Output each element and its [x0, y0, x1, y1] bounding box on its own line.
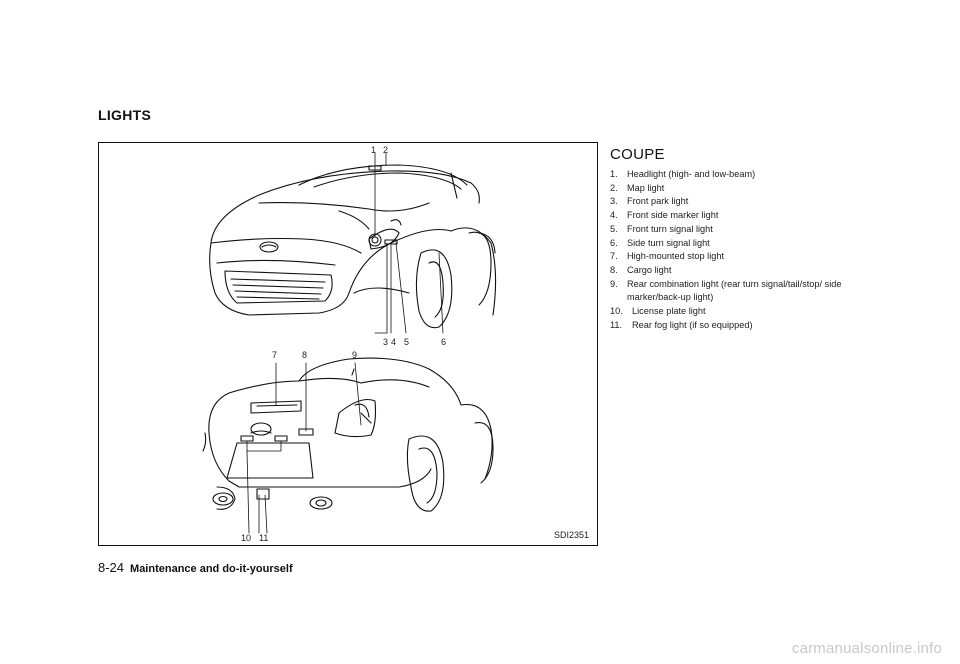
callout-7: 7 [272, 350, 278, 360]
legend-item-text: Cargo light [627, 264, 672, 275]
legend-item: 8. Cargo light [610, 264, 870, 278]
legend-item: 1. Headlight (high- and low-beam) [610, 168, 870, 182]
watermark: carmanualsonline.info [791, 640, 942, 657]
legend-item-text: Rear fog light (if so equipped) [632, 319, 753, 330]
legend-item: 5. Front turn signal light [610, 223, 870, 237]
legend-item: 7. High-mounted stop light [610, 250, 870, 264]
legend-item-text: Front turn signal light [627, 223, 713, 234]
legend-item-number: 11. [610, 319, 623, 330]
legend-item-number: 3. [610, 196, 618, 207]
callout-5: 5 [404, 337, 410, 347]
callout-1: 1 [371, 145, 377, 155]
legend-item: 2. Map light [610, 182, 870, 196]
legend-item-number: 4. [610, 210, 618, 221]
callout-9: 9 [352, 350, 358, 360]
legend-item-number: 10. [610, 306, 623, 317]
legend-heading: COUPE [610, 146, 665, 163]
callout-11: 11 [259, 533, 269, 543]
legend-item-number: 1. [610, 169, 618, 179]
footer-title: Maintenance and do-it-yourself [130, 563, 293, 575]
callout-10: 10 [241, 533, 252, 543]
legend-item: 11. Rear fog light (if so equipped) [610, 319, 870, 333]
legend-item-text: High-mounted stop light [627, 251, 725, 262]
car-illustration [202, 152, 497, 534]
legend-item: 4. Front side marker light [610, 209, 870, 223]
legend-item: 10. License plate light [610, 305, 870, 319]
legend-item: 3. Front park light [610, 195, 870, 209]
legend-item-number: 6. [610, 237, 618, 248]
section-title: LIGHTS [98, 107, 152, 123]
legend-item-number: 2. [610, 182, 618, 193]
callout-4: 4 [391, 337, 397, 347]
legend-item-text: License plate light [632, 306, 706, 317]
legend-item: 6. Side turn signal light [610, 237, 870, 251]
legend-item: 9. Rear combination light (rear turn sign… [610, 278, 870, 305]
lights-legend: COUPE 1. Headlight (high- and low-beam) 2… [610, 146, 870, 332]
page-number: 8-24 [98, 560, 125, 575]
legend-item-number: 9. [610, 278, 618, 289]
legend-item-number: 8. [610, 264, 618, 275]
legend-item-text: Rear combination light (rear turn signal… [627, 278, 842, 303]
rear-car-drawing [202, 357, 494, 534]
callout-3: 3 [383, 337, 389, 347]
callout-8: 8 [302, 350, 308, 360]
legend-item-text: Front side marker light [627, 210, 719, 221]
legend-item-number: 5. [610, 223, 618, 234]
callout-2: 2 [383, 145, 389, 155]
page-footer: 8-24 Maintenance and do-it-yourself [98, 560, 293, 575]
legend-item-number: 7. [610, 251, 618, 262]
legend-item-text: Headlight (high- and low-beam) [627, 169, 756, 179]
legend-item-text: Map light [627, 182, 665, 193]
legend-item-text: Side turn signal light [627, 237, 710, 248]
front-car-drawing [209, 152, 497, 334]
lights-figure: 1 2 3 4 5 6 7 8 9 10 11 SDI2351 [98, 142, 598, 546]
legend-item-text: Front park light [627, 196, 689, 207]
figure-code: SDI2351 [553, 530, 589, 540]
callout-6: 6 [441, 337, 447, 347]
